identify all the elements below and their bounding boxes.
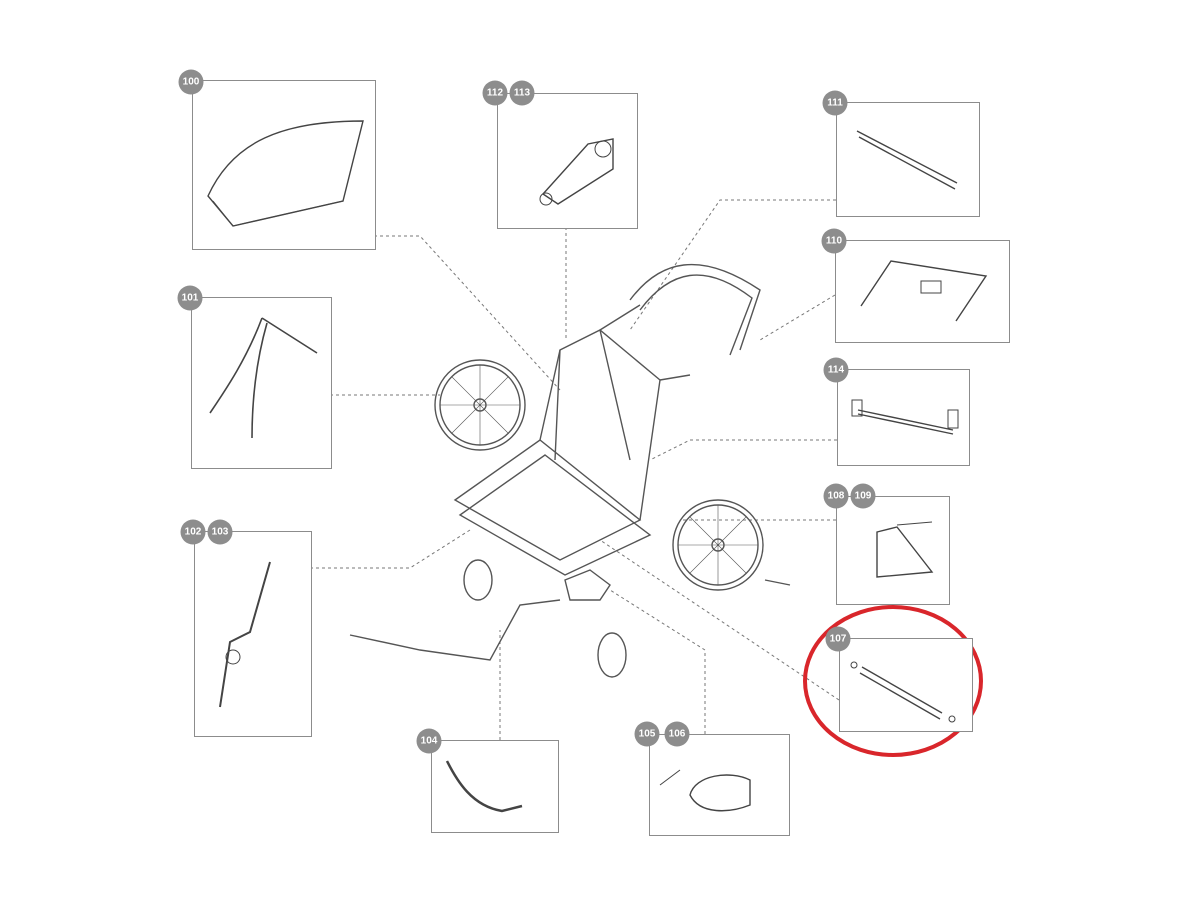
- brake-bar-illustration: [851, 399, 959, 435]
- badge-104: 104: [416, 728, 442, 754]
- badge-100: 100: [178, 69, 204, 95]
- leader-111: [629, 199, 836, 331]
- badge-112: 112: [482, 80, 508, 106]
- part-box-102-103: [194, 531, 312, 737]
- cross-tube-illustration: [850, 661, 956, 723]
- part-box-112-113: [497, 93, 638, 229]
- leader-107: [599, 539, 840, 701]
- leader-102: [310, 529, 471, 569]
- bumper-illustration: [445, 760, 523, 813]
- badge-105: 105: [634, 721, 660, 747]
- part-box-111: [836, 102, 980, 217]
- badge-106: 106: [664, 721, 690, 747]
- arm-joint-illustration: [219, 561, 271, 708]
- canopy-illustration: [207, 120, 364, 227]
- part-box-100: [192, 80, 376, 250]
- part-box-114: [837, 369, 970, 466]
- leader-110: [759, 294, 836, 341]
- badge-108: 108: [823, 483, 849, 509]
- badge-111: 111: [822, 90, 848, 116]
- bracket-illustration: [876, 521, 934, 578]
- side-rods-illustration: [209, 317, 318, 439]
- leader-114: [649, 439, 837, 461]
- wheel-housing-illustration: [659, 769, 751, 812]
- badge-103: 103: [207, 519, 233, 545]
- badge-113: 113: [509, 80, 535, 106]
- part-box-101: [191, 297, 332, 469]
- stroller-frame: [349, 263, 791, 678]
- part-box-105-106: [649, 734, 790, 836]
- badge-102: 102: [180, 519, 206, 545]
- handlebar-illustration: [860, 260, 988, 322]
- part-box-107: [839, 638, 973, 732]
- part-box-108-109: [836, 496, 950, 605]
- badge-107: 107: [825, 626, 851, 652]
- part-box-110: [835, 240, 1010, 343]
- leader-105: [609, 589, 706, 734]
- badge-109: 109: [850, 483, 876, 509]
- axle-illustration: [856, 130, 958, 190]
- highlight-ellipse: [803, 605, 983, 757]
- hinge-illustration: [539, 138, 614, 206]
- badge-101: 101: [177, 285, 203, 311]
- badge-110: 110: [821, 228, 847, 254]
- part-box-104: [431, 740, 559, 833]
- badge-114: 114: [823, 357, 849, 383]
